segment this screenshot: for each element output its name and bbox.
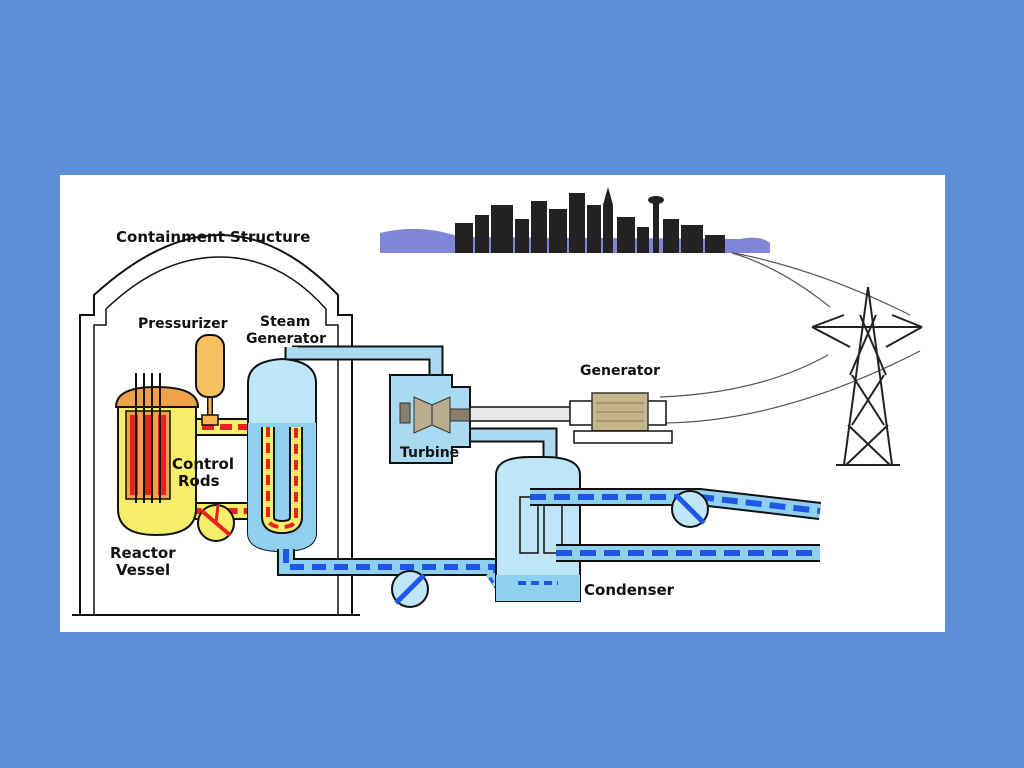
pump-icon — [391, 570, 429, 608]
control-rods-label-1: Control — [172, 455, 234, 473]
diagram-panel: Containment Structure Pressurizer Steam … — [60, 175, 945, 632]
pwr-diagram: Containment Structure Pressurizer Steam … — [72, 187, 923, 616]
control-rods — [135, 373, 161, 503]
control-rods-label-2: Rods — [178, 472, 220, 490]
condenser — [495, 456, 581, 602]
steam-generator — [247, 357, 317, 553]
feedwater-loop — [277, 549, 505, 589]
containment-label: Containment Structure — [116, 228, 310, 246]
generator-label: Generator — [580, 363, 660, 379]
pressurizer — [195, 334, 225, 426]
reactor-vessel-label-1: Reactor — [110, 544, 176, 562]
pump-icon — [197, 504, 235, 542]
turbine — [389, 374, 471, 464]
containment-structure — [72, 233, 360, 616]
steam-lines — [284, 345, 558, 457]
steam-generator-label-2: Generator — [246, 331, 326, 347]
city-skyline-icon — [380, 187, 770, 253]
turbine-label: Turbine — [400, 445, 459, 461]
transmission-tower-icon — [811, 286, 923, 466]
steam-generator-label-1: Steam — [260, 314, 310, 330]
generator — [469, 392, 673, 444]
condenser-label: Condenser — [584, 581, 675, 599]
power-lines — [659, 252, 921, 424]
reactor-vessel-label-2: Vessel — [116, 561, 170, 579]
pump-icon — [671, 490, 709, 528]
pressurizer-label: Pressurizer — [138, 316, 228, 332]
